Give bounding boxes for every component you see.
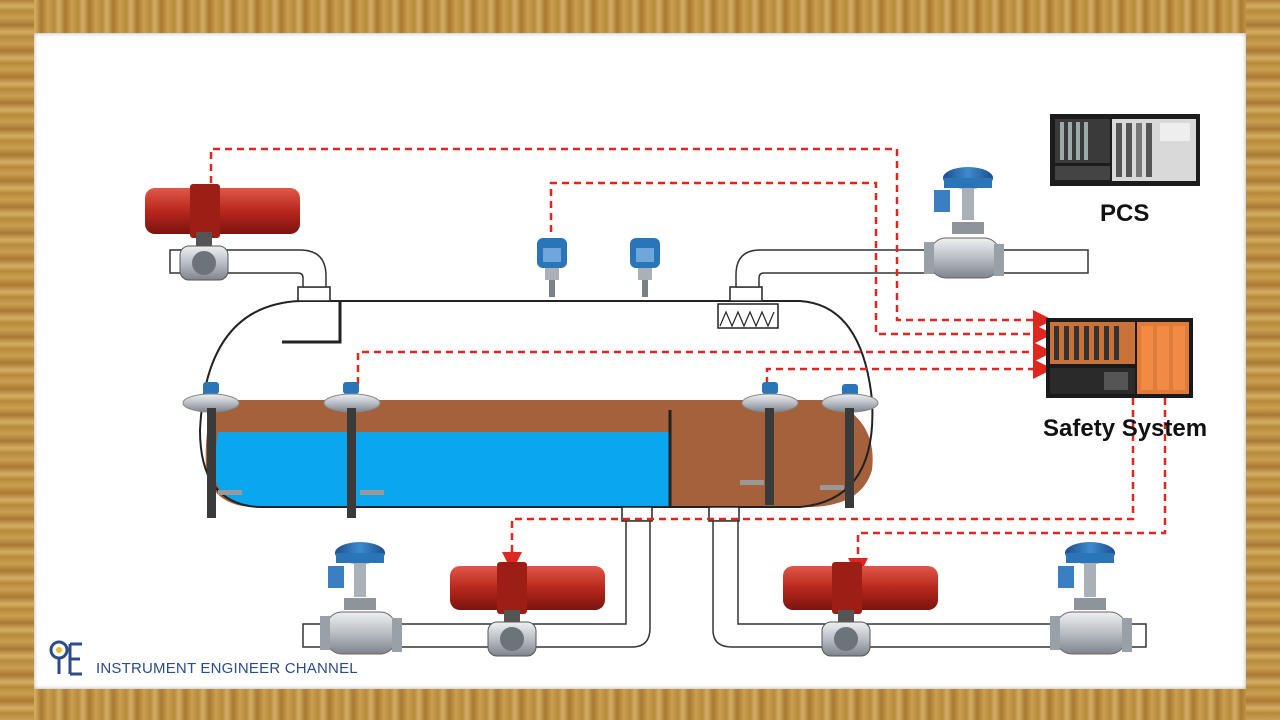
signal-line-sdv-water xyxy=(502,398,1135,572)
safety-system-label: Safety System xyxy=(1043,415,1208,442)
level-transmitter-icon[interactable] xyxy=(820,384,879,508)
control-valve-icon[interactable] xyxy=(1050,542,1132,655)
shutdown-valve-icon[interactable] xyxy=(145,184,300,281)
signal-line-pt xyxy=(549,181,1053,344)
level-transmitter-icon[interactable] xyxy=(323,382,384,518)
signal-line-lt-oil xyxy=(765,359,1053,384)
separator-vessel xyxy=(198,286,874,522)
channel-logo-icon xyxy=(49,640,82,676)
channel-name: INSTRUMENT ENGINEER CHANNEL xyxy=(96,660,358,677)
level-transmitter-icon[interactable] xyxy=(182,382,242,518)
level-transmitter-icon[interactable] xyxy=(740,382,799,505)
shutdown-valve-icon[interactable] xyxy=(783,562,938,657)
shutdown-valve-icon[interactable] xyxy=(450,562,605,657)
pressure-transmitter-icon[interactable] xyxy=(630,238,660,297)
pcs-label: PCS xyxy=(1100,200,1150,227)
control-valve-icon[interactable] xyxy=(320,542,402,655)
pressure-transmitter-icon[interactable] xyxy=(537,238,567,297)
signal-lines xyxy=(209,147,1167,578)
pcs-cabinet-icon[interactable] xyxy=(1050,114,1200,186)
wood-frame-right xyxy=(1246,0,1280,720)
signal-line-lt-water xyxy=(356,342,1053,384)
safety-system-cabinet-icon[interactable] xyxy=(1046,318,1193,398)
control-valve-icon[interactable] xyxy=(924,167,1004,279)
wood-frame-left xyxy=(0,0,34,720)
signal-line-sdv-oil xyxy=(848,398,1167,578)
signal-line-sdv-inlet xyxy=(209,147,1053,330)
